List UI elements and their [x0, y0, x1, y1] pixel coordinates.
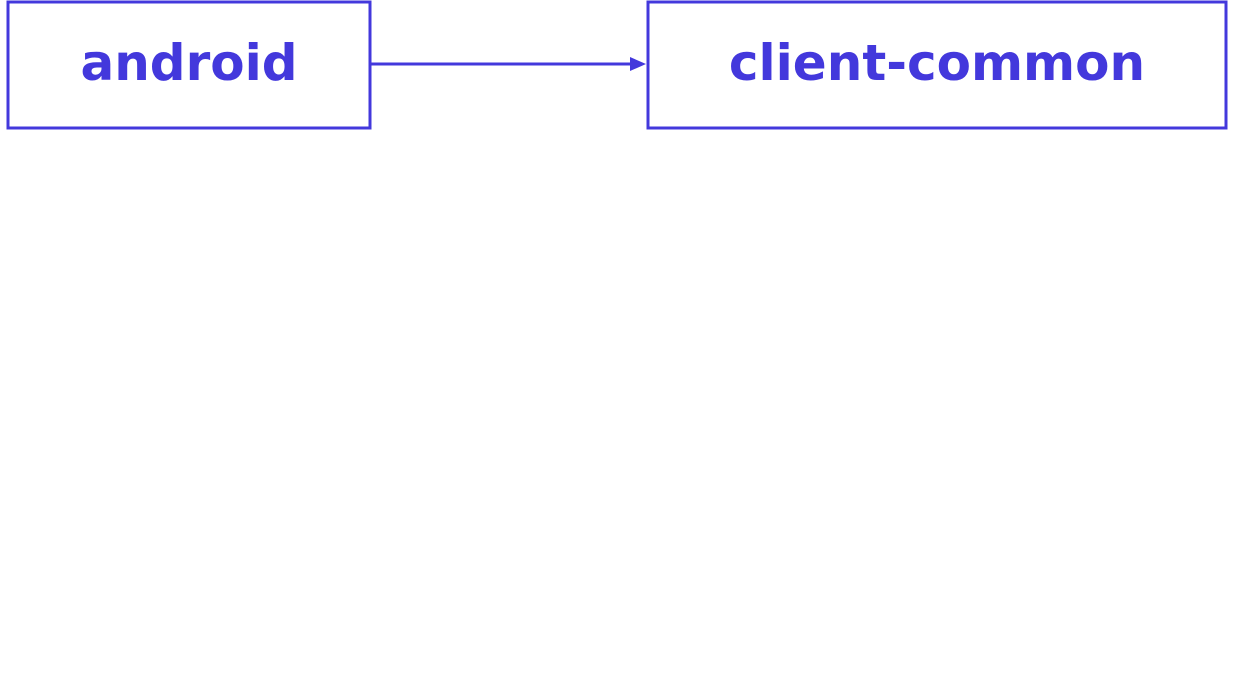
edge-android-to-client-common	[371, 57, 646, 71]
node-android-label: android	[80, 34, 297, 92]
node-android-box	[6, 0, 372, 130]
arrowhead-icon	[630, 57, 646, 71]
node-client-common-box	[646, 0, 1228, 130]
node-client-common[interactable]: client-common	[646, 0, 1228, 130]
node-android[interactable]: android	[6, 0, 372, 130]
node-client-common-label: client-common	[729, 34, 1145, 92]
